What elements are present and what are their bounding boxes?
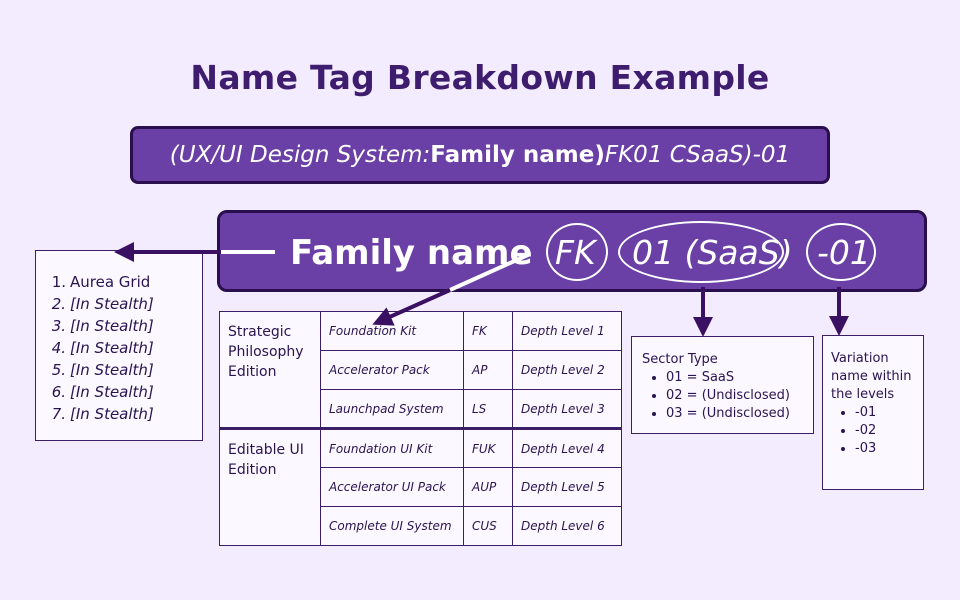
code-family: Family name) xyxy=(430,142,605,168)
depth-level: Depth Level 6 xyxy=(512,506,622,546)
product-abbr: AP xyxy=(463,350,513,390)
product-abbr: FUK xyxy=(463,427,513,468)
variation-segment: -01 xyxy=(817,233,871,272)
depth-level: Depth Level 1 xyxy=(512,311,622,351)
edition-name: Editable UI Edition xyxy=(219,427,321,546)
family-list-item: 4.[In Stealth] xyxy=(51,339,154,357)
full-code-banner: (UX/UI Design System: Family name) FK01 … xyxy=(130,126,830,184)
table-row: Editable UI Edition Foundation UI Kit FU… xyxy=(219,427,622,546)
depth-level: Depth Level 4 xyxy=(512,427,622,468)
product-name: Launchpad System xyxy=(320,389,464,429)
family-list-item: 3.[In Stealth] xyxy=(51,317,154,335)
product-name: Complete UI System xyxy=(320,506,464,546)
sector-highlight-ring xyxy=(618,221,784,283)
name-breakdown-bar: Family name FK 01 (SaaS) -01 xyxy=(217,210,927,292)
list-item: -01 xyxy=(855,404,915,422)
family-list-item: 7.[In Stealth] xyxy=(51,405,154,423)
product-name: Foundation UI Kit xyxy=(320,427,464,468)
sector-type-panel: Sector Type 01 = SaaS 02 = (Undisclosed)… xyxy=(631,336,814,434)
family-list-item: 5.[In Stealth] xyxy=(51,361,154,379)
variation-highlight-ring xyxy=(806,223,876,281)
code-prefix: (UX/UI Design System: xyxy=(169,142,431,168)
family-list-panel: 1.Aurea Grid 2.[In Stealth] 3.[In Stealt… xyxy=(35,250,203,441)
product-abbr: CUS xyxy=(463,506,513,546)
table-row: Complete UI System CUS Depth Level 6 xyxy=(220,506,622,546)
family-list-item: 6.[In Stealth] xyxy=(51,383,154,401)
family-list-item: 1.Aurea Grid xyxy=(51,273,151,291)
family-name-segment: Family name xyxy=(290,233,533,273)
kit-arrow xyxy=(372,252,531,326)
kit-highlight-ring xyxy=(546,223,608,281)
depth-level: Depth Level 3 xyxy=(512,389,622,429)
family-list-item: 2.[In Stealth] xyxy=(51,295,154,313)
variation-heading: Variation name within the levels xyxy=(831,351,912,402)
edition-name: Strategic Philosophy Edition xyxy=(219,311,321,429)
product-name: Accelerator UI Pack xyxy=(320,467,464,507)
list-item: 02 = (Undisclosed) xyxy=(666,387,803,405)
list-item: -02 xyxy=(855,422,915,440)
list-item: 03 = (Undisclosed) xyxy=(666,405,803,423)
list-item: -03 xyxy=(855,440,915,458)
sector-heading: Sector Type xyxy=(642,352,718,367)
variation-panel: Variation name within the levels -01 -02… xyxy=(822,335,924,490)
product-name: Accelerator Pack xyxy=(320,350,464,390)
table-row: Accelerator Pack AP Depth Level 2 xyxy=(220,350,622,390)
kit-segment: FK xyxy=(555,233,596,272)
list-item: 01 = SaaS xyxy=(666,369,803,387)
page-title: Name Tag Breakdown Example xyxy=(190,58,770,97)
sector-segment: 01 (SaaS) xyxy=(632,233,793,272)
code-suffix: FK01 CSaaS)-01 xyxy=(604,142,791,168)
depth-level: Depth Level 2 xyxy=(512,350,622,390)
edition-table: Strategic Philosophy Edition Foundation … xyxy=(219,311,622,546)
